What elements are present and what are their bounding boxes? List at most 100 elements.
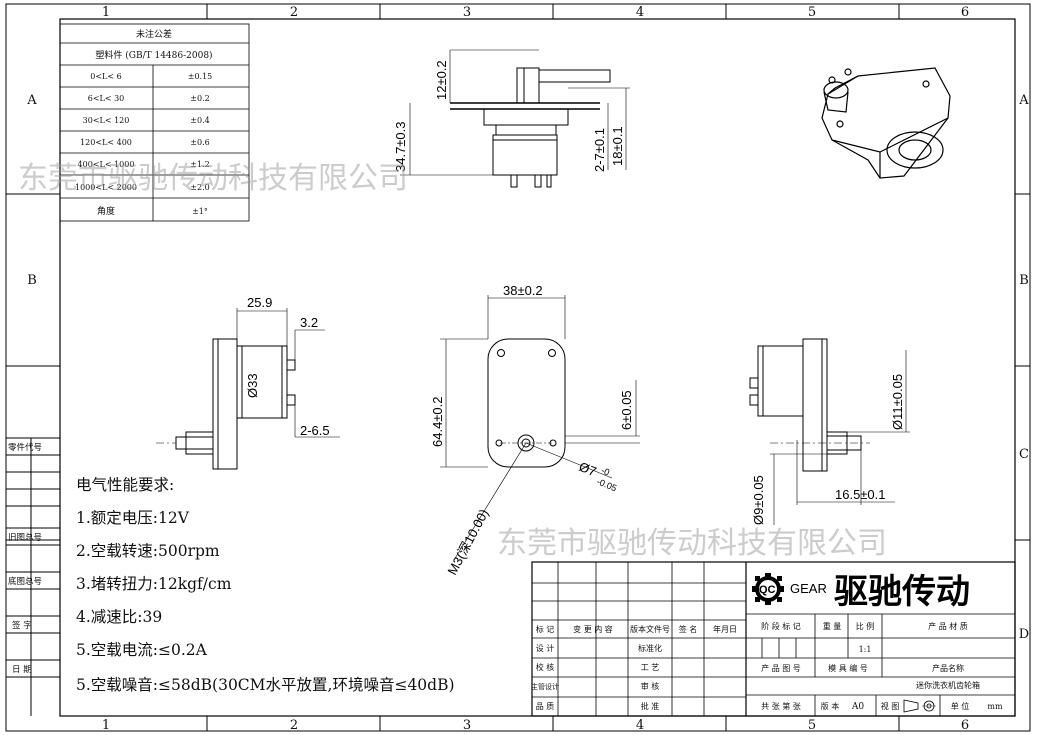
dim-front-shaft-pos: 6±0.05 <box>619 390 634 430</box>
row-label-right-c: C <box>1019 447 1029 462</box>
unit-value: mm <box>987 702 1003 711</box>
unit-label: 单 位 <box>951 701 970 711</box>
tolerance-value: ±1° <box>192 207 208 216</box>
dim-front-height: 64.4±0.2 <box>430 396 445 447</box>
dim-front-shaft-diameter: Ø7 -0 -0.05 <box>577 459 618 493</box>
rev-header-sign: 签 名 <box>679 624 698 634</box>
row-label-chief: 主管设计 <box>531 682 559 691</box>
row-label-left-a: A <box>26 93 37 108</box>
dim-top-right-b: 18±0.1 <box>610 126 625 166</box>
rev-header-doc: 版本文件号 <box>630 624 670 634</box>
tolerance-value: ±0.6 <box>190 138 209 147</box>
col-label-bottom-1: 1 <box>102 718 110 733</box>
gear-icon <box>752 573 784 605</box>
col-label-bottom-5: 5 <box>808 718 816 733</box>
tolerance-range: 120<L< 400 <box>80 138 132 147</box>
version-label: 版 本 <box>821 701 840 711</box>
col-label-top-2: 2 <box>290 5 298 20</box>
iso-view <box>821 67 951 179</box>
grid-labels: 1 2 3 4 5 6 1 2 3 4 5 6 A B A B C D <box>26 5 1029 733</box>
logo-gear: GEAR <box>790 581 827 596</box>
approval-process: 工 艺 <box>641 663 660 672</box>
dim-left-width: 25.9 <box>247 295 272 310</box>
requirement-item: 4.减速比:39 <box>76 608 162 626</box>
side-label-part-no: 零件代号 <box>8 442 42 453</box>
product-name: 迷你洗衣机齿轮箱 <box>916 680 980 690</box>
side-label-base-drawing: 底图总号 <box>8 576 42 587</box>
watermark-upper: 东莞市驱驰传动科技有限公司 <box>18 161 408 196</box>
mold-no-label: 模 具 编 号 <box>828 663 868 673</box>
tolerance-range: 角度 <box>97 205 115 217</box>
dim-left-pins: 2-6.5 <box>300 423 330 438</box>
material-label: 产 品 材 质 <box>928 621 968 631</box>
dim-front-shaft-dia-lower: -0.05 <box>595 476 618 493</box>
weight-label: 重 量 <box>823 621 842 631</box>
row-label-right-a: A <box>1018 93 1029 108</box>
col-label-top-6: 6 <box>961 5 969 20</box>
col-label-bottom-2: 2 <box>290 718 298 733</box>
tolerance-value: ±2.0 <box>190 183 209 192</box>
dim-right-dia-large: Ø11±0.05 <box>890 374 905 430</box>
row-label-check: 校 核 <box>536 662 555 672</box>
row-label-quality: 品 质 <box>536 701 555 711</box>
col-label-top-3: 3 <box>463 5 471 20</box>
side-label-date: 日 期 <box>12 665 32 675</box>
stage-label: 阶 段 标 记 <box>761 621 801 631</box>
tolerance-range: 1000<L< 2000 <box>75 183 137 192</box>
electrical-requirements: 电气性能要求: 1.额定电压:12V 2.空载转速:500rpm 3.堵转扭力:… <box>76 476 455 694</box>
tolerance-range: 6<L< 30 <box>88 94 125 103</box>
view-label: 视 图 <box>881 701 900 711</box>
approval-approve: 批 准 <box>641 701 660 711</box>
requirement-item: 1.额定电压:12V <box>76 509 190 527</box>
col-label-bottom-4: 4 <box>636 718 644 733</box>
tolerance-range: 0<L< 6 <box>90 72 121 81</box>
drawing-no-label: 产 品 图 号 <box>761 663 801 673</box>
logo-qc: QC <box>759 584 776 596</box>
dim-top-right-a: 2-7±0.1 <box>592 128 607 172</box>
front-view <box>440 295 640 561</box>
col-label-top-4: 4 <box>636 5 644 20</box>
col-label-top-5: 5 <box>808 5 816 20</box>
side-label-old-drawing: 旧图总号 <box>8 532 42 543</box>
tolerance-subtitle: 塑料件 (GB/T 14486-2008) <box>95 49 212 61</box>
dim-top-shaft: 12±0.2 <box>434 60 449 100</box>
requirement-item: 2.空载转速:500rpm <box>76 542 220 560</box>
scale-value: 1:1 <box>859 645 872 654</box>
tolerance-value: ±0.4 <box>190 116 209 125</box>
scale-label: 比 例 <box>856 621 875 631</box>
projection-symbol-icon <box>903 699 936 713</box>
tolerance-title: 未注公差 <box>136 28 172 40</box>
tolerance-value: ±1.2 <box>190 160 209 169</box>
tolerance-table: 未注公差 塑料件 (GB/T 14486-2008) 0<L< 6 ±0.15 … <box>59 23 250 222</box>
right-side-view <box>749 338 910 525</box>
dim-front-shaft-dia: Ø7 <box>577 459 599 479</box>
requirements-title: 电气性能要求: <box>76 476 174 494</box>
dim-front-shaft-dia-upper: -0 <box>600 465 611 477</box>
row-label-design: 设 计 <box>536 643 555 653</box>
tolerance-range: 30<L< 120 <box>83 116 130 125</box>
row-label-left-b: B <box>27 273 37 288</box>
side-label-boxes <box>6 437 60 716</box>
tolerance-range: 400<L< 1000 <box>78 160 135 169</box>
row-label-right-b: B <box>1019 273 1029 288</box>
rev-header-change: 变 更 内 容 <box>573 624 613 634</box>
dim-front-thread: M3(深10.00) <box>444 507 491 578</box>
version-value: A0 <box>851 702 864 712</box>
requirement-item: 5.空载噪音:≤58dB(30CM水平放置,环境噪音≤40dB) <box>76 675 455 694</box>
row-label-right-d: D <box>1019 627 1029 642</box>
dim-right-length: 16.5±0.1 <box>835 487 886 502</box>
watermark-lower: 东莞市驱驰传动科技有限公司 <box>497 526 887 561</box>
dim-right-dia-small: Ø9±0.05 <box>751 475 766 525</box>
dim-left-offset: 3.2 <box>300 315 318 330</box>
sheets-label: 共 张 第 张 <box>761 701 801 711</box>
left-side-view <box>156 308 340 470</box>
dim-top-height: 34.7±0.3 <box>393 121 408 172</box>
approval-standard: 标准化 <box>638 643 662 653</box>
product-name-label: 产品名称 <box>932 663 964 673</box>
title-block <box>531 561 1016 717</box>
rev-header-date: 年月日 <box>713 624 737 634</box>
rev-header-mark: 标 记 <box>536 624 555 634</box>
dim-left-dia: Ø33 <box>245 373 260 398</box>
col-label-top-1: 1 <box>102 5 110 20</box>
